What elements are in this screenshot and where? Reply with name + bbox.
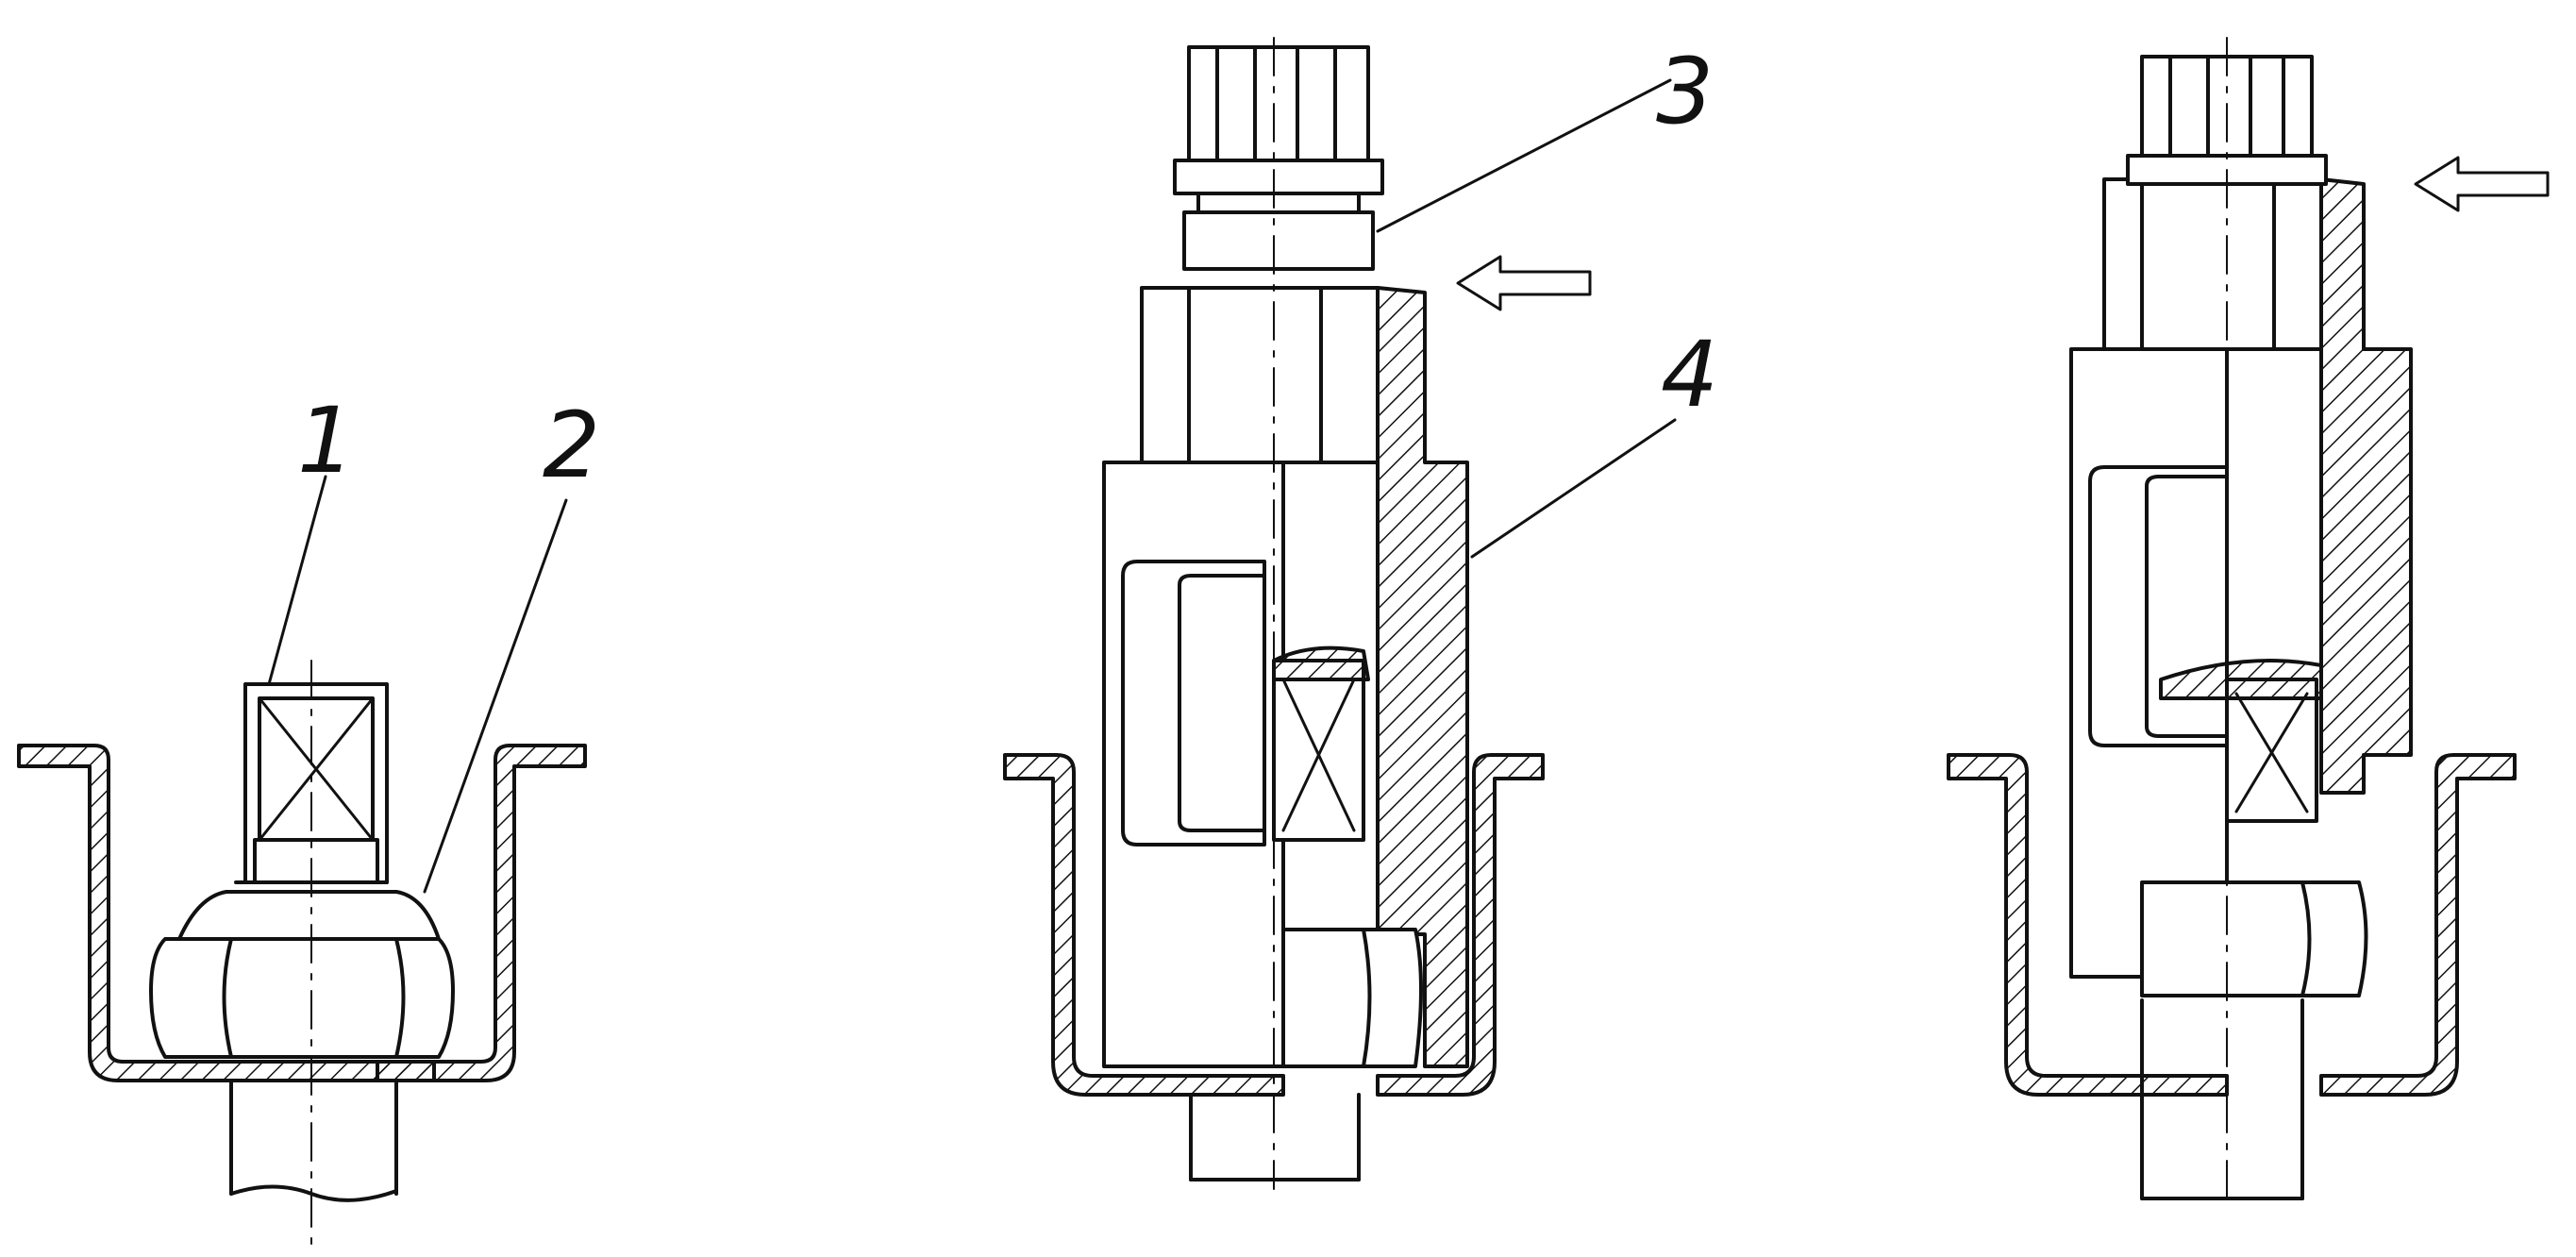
shaft-2 [1189,1093,1361,1182]
cup-3-right [2319,753,2517,1097]
cup-section-right [376,744,587,1082]
nut-1 [149,937,455,1059]
cup-3-left [1947,753,2229,1097]
inner-stud-2-cross [1281,678,1356,832]
sleeve-3 [2319,177,2413,795]
nut-2-face [1362,928,1372,1068]
nut-2 [1281,928,1423,1068]
label-part-3: 3 [1656,39,1714,144]
cup-section-left [17,744,436,1082]
shaft-3 [2140,998,2304,1200]
label-part-4: 4 [1661,322,1718,427]
arrow-3-icon [2414,156,2550,212]
screw-3b-splines [2168,55,2285,158]
tool-head-2 [1140,286,1380,464]
stud-1-cross [258,696,375,842]
leader-3 [1376,78,1672,233]
tool-head-2-faces [1187,286,1323,464]
tool-window-2 [1121,560,1266,846]
nut-3 [2140,880,2368,997]
view-1 [17,475,587,1247]
cup-2-left [1003,753,1285,1097]
tool-body-2 [1102,461,1285,1068]
screw-3-flange [1173,159,1384,195]
screw-3-shank [1196,192,1361,214]
inner-stud-3-cross [2234,692,2309,813]
leader-4 [1470,418,1677,559]
tool-window-2-inner [1178,574,1266,832]
view-3 [1947,37,2550,1209]
arrow-2-icon [1456,255,1592,311]
shaft-1-break [229,1184,398,1202]
view-2 [1003,37,1677,1190]
inner-collar-3 [2159,659,2323,700]
label-part-1: 1 [297,388,355,494]
leader-1 [267,475,327,686]
leader-2 [423,498,568,894]
collar-2 [177,890,441,941]
shaft-1 [229,1079,398,1196]
tool-head-3-faces [2140,177,2276,351]
label-part-2: 2 [543,393,600,498]
stud-1 [243,682,389,884]
nut-3-face [2300,880,2312,997]
screw-3-splines [1215,45,1337,162]
nut-1-faces [222,937,406,1059]
screw-3-collar [1182,210,1375,271]
cup-2-right [1376,753,1545,1097]
stud-1-neck [253,838,379,884]
tool-head-3 [2102,177,2323,351]
inner-collar-2 [1272,645,1370,681]
